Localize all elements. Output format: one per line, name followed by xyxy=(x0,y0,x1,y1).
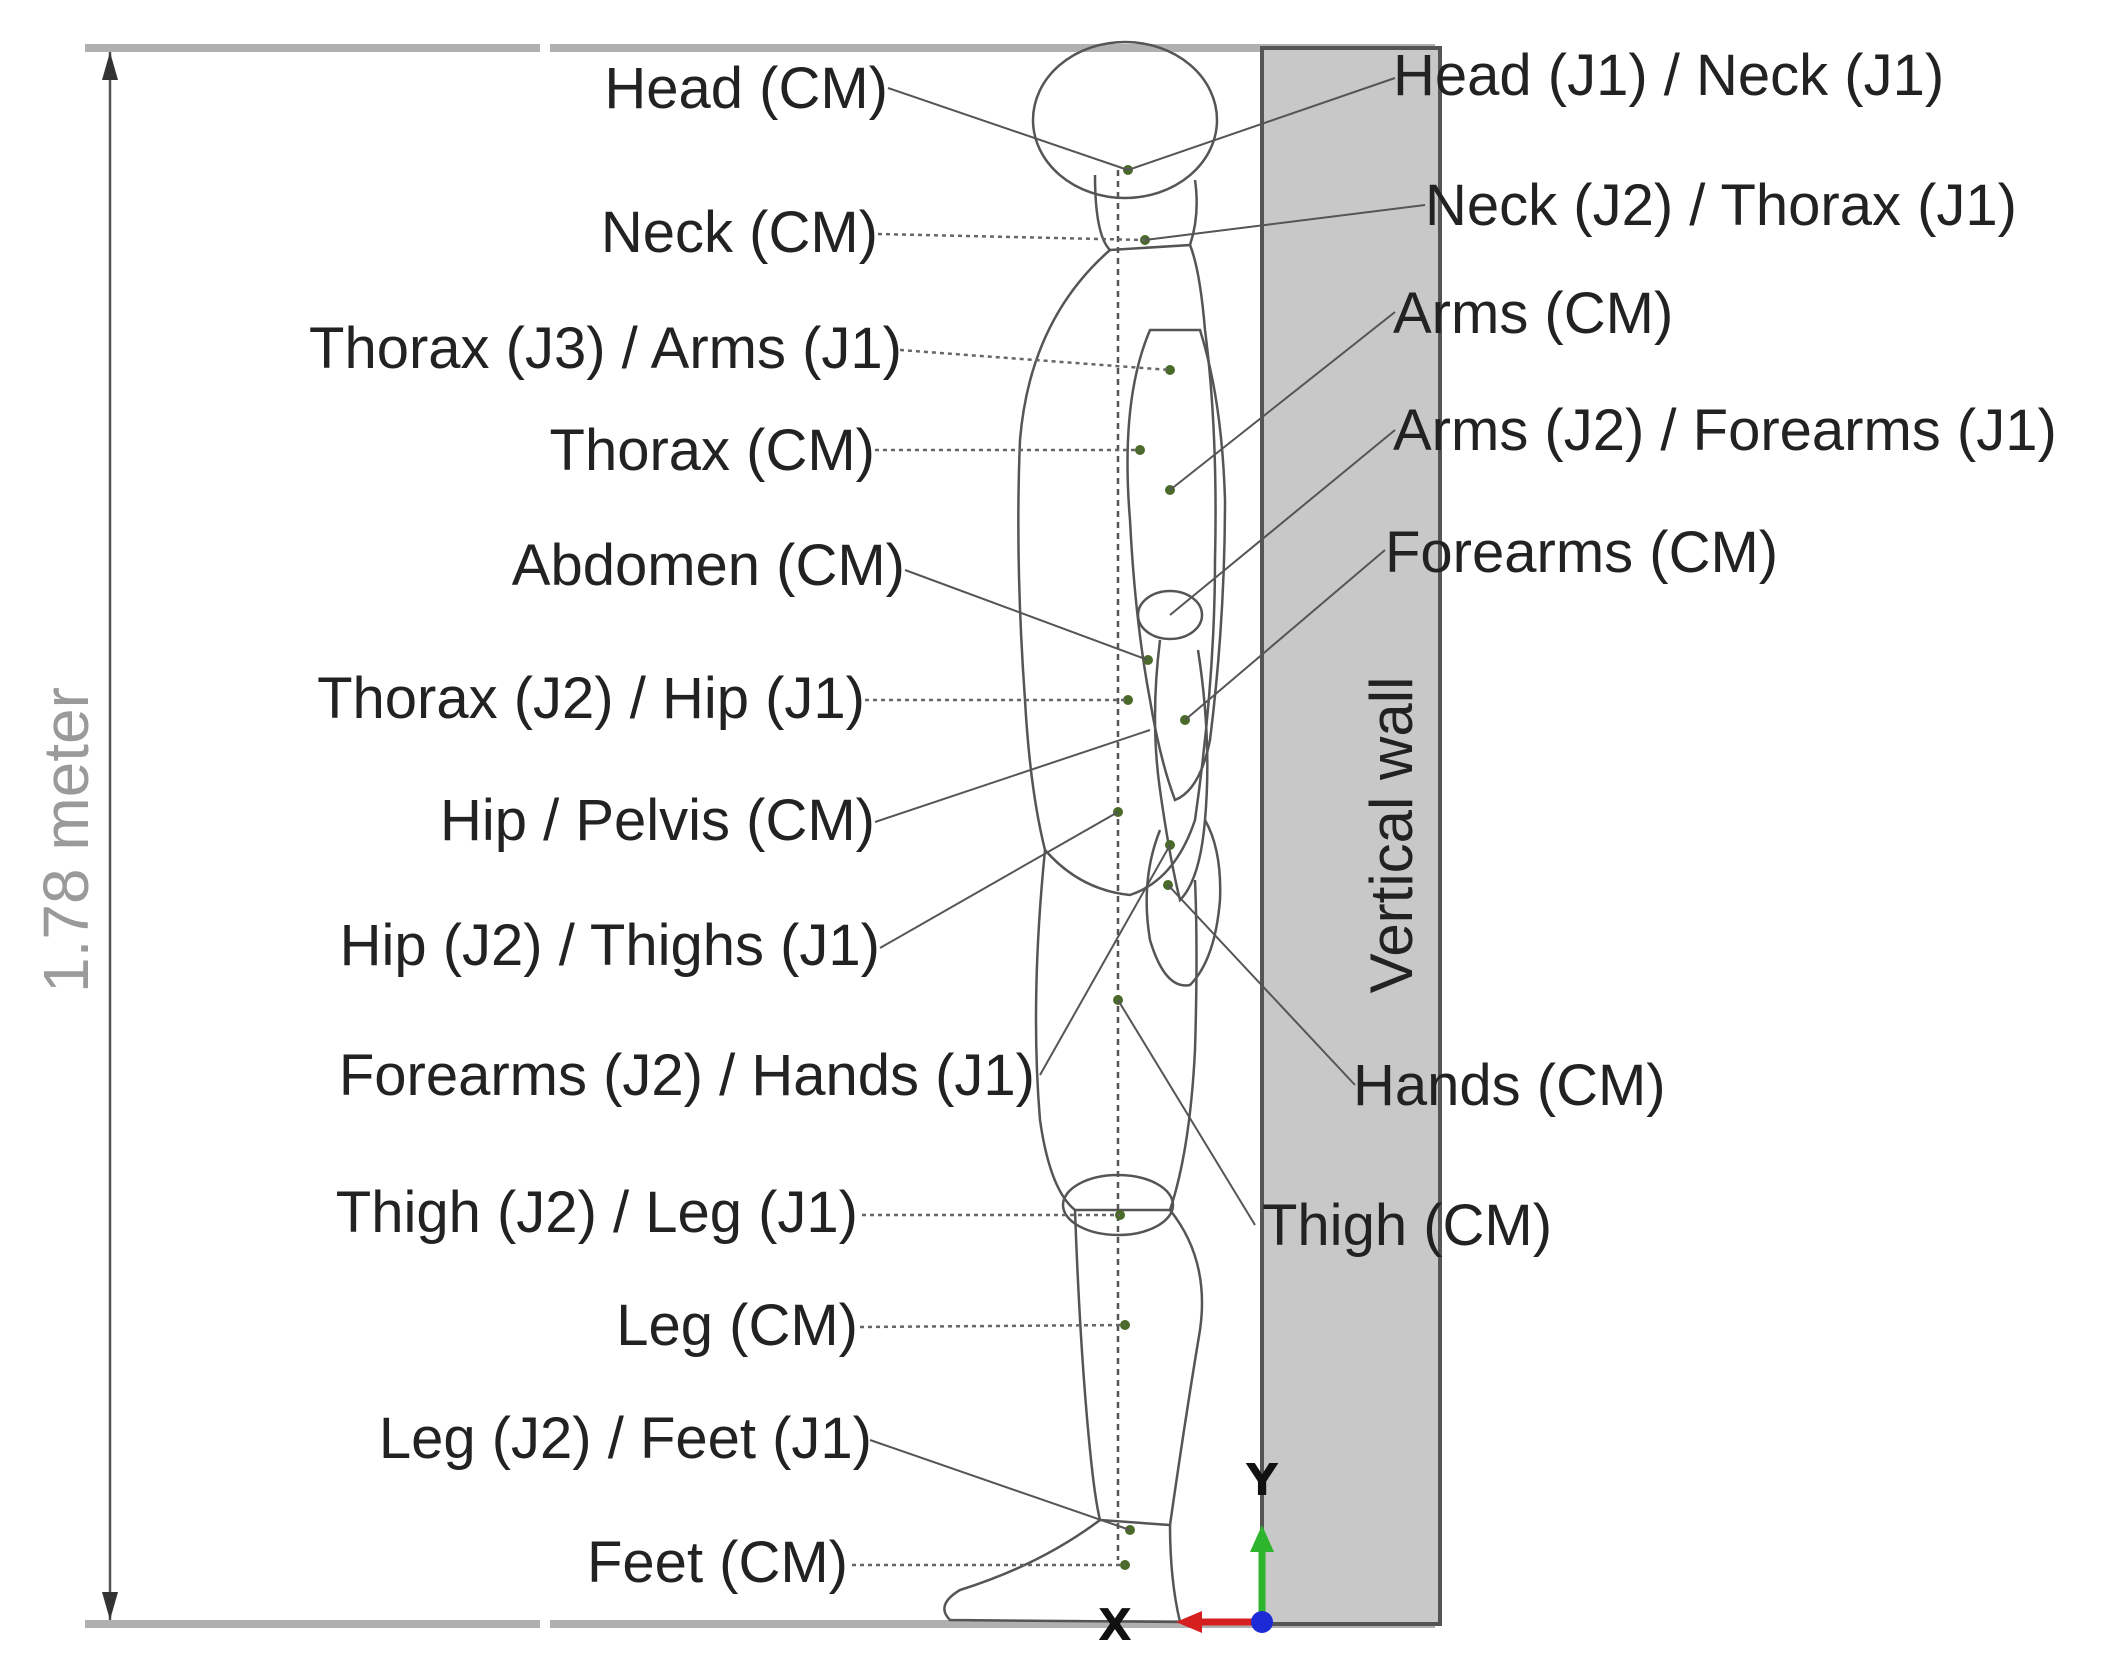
leader-thorax-j3 xyxy=(899,348,1171,372)
leader-arms-cm xyxy=(1169,311,1396,491)
origin-marker xyxy=(1251,1611,1273,1633)
vertical-wall: Vertical wall xyxy=(1260,46,1442,1626)
label-thorax-j2-hip-j1: Thorax (J2) / Hip (J1) xyxy=(317,666,865,731)
label-thorax-j3-arms-j1: Thorax (J3) / Arms (J1) xyxy=(309,316,902,381)
leader-leg-j2 xyxy=(869,1439,1131,1531)
thigh-outline xyxy=(1034,849,1198,1212)
y-axis-label: Y xyxy=(1245,1455,1279,1506)
leader-neck-j2 xyxy=(1144,204,1426,241)
torso-outline xyxy=(1017,244,1217,897)
leg-outline xyxy=(1073,1209,1204,1527)
foot-outline xyxy=(943,1518,1182,1624)
height-arrow-top xyxy=(102,52,118,80)
label-thigh-cm: Thigh (CM) xyxy=(1262,1193,1552,1258)
x-axis-label: X xyxy=(1098,1600,1132,1651)
arm-outline xyxy=(1126,328,1227,802)
label-arms-j2-forearms-j1: Arms (J2) / Forearms (J1) xyxy=(1393,398,2057,463)
label-thigh-j2-leg-j1: Thigh (J2) / Leg (J1) xyxy=(336,1180,858,1245)
leader-thigh-cm xyxy=(1117,999,1256,1226)
leader-head-j1 xyxy=(1127,77,1396,171)
label-arms-cm: Arms (CM) xyxy=(1393,281,1673,346)
point-thorax-j2 xyxy=(1123,695,1133,705)
label-neck-j2-thorax-j1: Neck (J2) / Thorax (J1) xyxy=(1425,173,2017,238)
label-head-cm: Head (CM) xyxy=(604,56,888,121)
label-leg-cm: Leg (CM) xyxy=(616,1293,858,1358)
leader-hip-j2 xyxy=(879,811,1119,949)
point-thorax-j3 xyxy=(1165,365,1175,375)
leader-leg-cm xyxy=(859,1323,1126,1329)
height-arrow-bottom xyxy=(102,1592,118,1620)
label-thorax-cm: Thorax (CM) xyxy=(550,418,875,483)
left-label-group: Head (CM) Neck (CM) Thorax (J3) / Arms (… xyxy=(309,56,1035,1595)
leader-arms-j2 xyxy=(1169,429,1396,616)
hand-outline xyxy=(1145,819,1222,987)
label-leg-j2-feet-j1: Leg (J2) / Feet (J1) xyxy=(379,1406,872,1471)
neck-outline xyxy=(1093,174,1198,252)
wall-label: Vertical wall xyxy=(1358,677,1425,994)
height-label: 1.78 meter xyxy=(30,687,102,993)
leader-head-cm xyxy=(887,87,1129,171)
label-abdomen-cm: Abdomen (CM) xyxy=(512,533,905,598)
body-points xyxy=(1113,165,1190,1570)
right-leaders xyxy=(1117,77,1426,1226)
label-neck-cm: Neck (CM) xyxy=(601,200,878,265)
right-label-group: Head (J1) / Neck (J1) Neck (J2) / Thorax… xyxy=(1262,43,2057,1258)
label-feet-cm: Feet (CM) xyxy=(587,1530,848,1595)
height-dimension: 1.78 meter xyxy=(30,52,118,1620)
leader-hip-cm xyxy=(874,729,1151,823)
leader-forearms-cm xyxy=(1184,549,1386,721)
leader-hands-cm xyxy=(1167,884,1356,1086)
coordinate-axes: Y X xyxy=(1098,1455,1279,1651)
elbow-outline xyxy=(1136,589,1204,641)
label-hip-pelvis-cm: Hip / Pelvis (CM) xyxy=(440,788,875,853)
x-axis-arrow xyxy=(1176,1611,1202,1633)
label-head-j1-neck-j1: Head (J1) / Neck (J1) xyxy=(1393,43,1944,108)
label-hands-cm: Hands (CM) xyxy=(1353,1053,1666,1118)
label-forearms-cm: Forearms (CM) xyxy=(1385,520,1778,585)
head-outline xyxy=(1031,40,1219,200)
label-forearms-j2-hands-j1: Forearms (J2) / Hands (J1) xyxy=(339,1043,1035,1108)
y-axis-arrow xyxy=(1250,1525,1274,1552)
wall-rect xyxy=(1260,46,1442,1626)
leader-abdomen-cm xyxy=(904,569,1149,661)
human-figure xyxy=(943,40,1227,1624)
forearm-outline xyxy=(1153,639,1209,903)
leader-neck-cm xyxy=(877,232,1146,242)
leader-forearms-j2 xyxy=(1039,844,1171,1076)
label-hip-j2-thighs-j1: Hip (J2) / Thighs (J1) xyxy=(340,913,880,978)
left-leaders xyxy=(852,87,1171,1567)
